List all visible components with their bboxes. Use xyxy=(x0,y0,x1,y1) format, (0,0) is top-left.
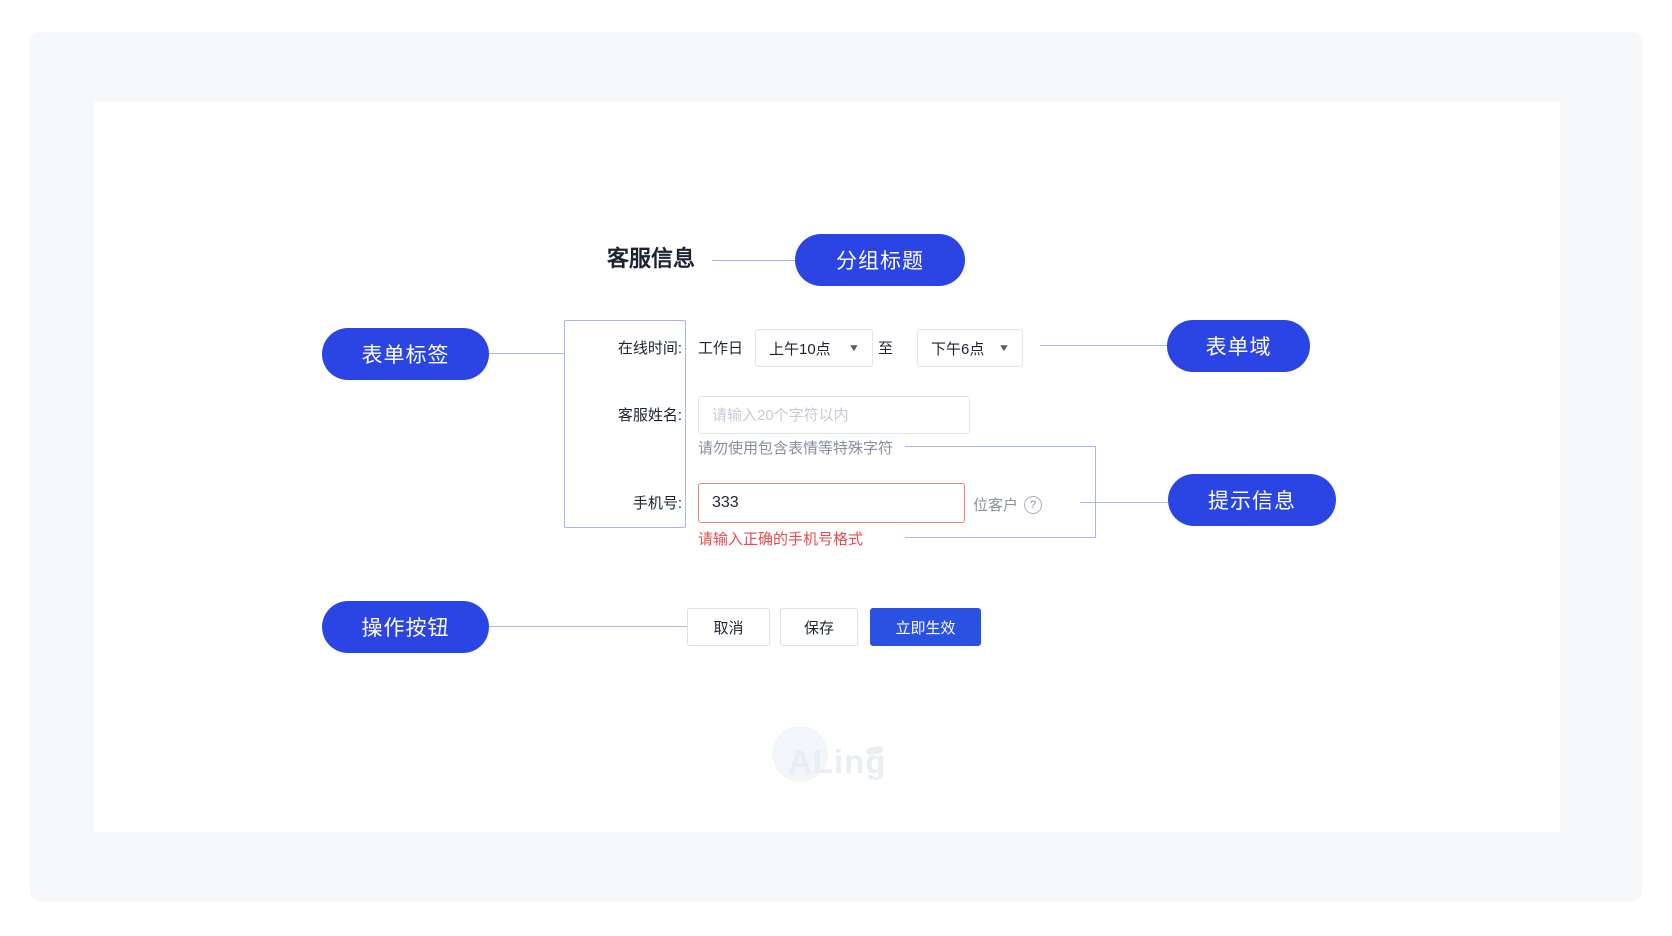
connector-hint-middle xyxy=(1080,502,1168,503)
help-icon[interactable]: ? xyxy=(1024,495,1043,514)
to-text: 至 xyxy=(878,340,894,357)
agent-name-input[interactable] xyxy=(698,396,970,434)
connector-hint-bottom xyxy=(905,537,1095,538)
phone-input[interactable] xyxy=(698,483,965,523)
chevron-down-icon: ▼ xyxy=(997,342,1011,354)
watermark-circle-icon xyxy=(772,726,828,782)
callout-form-label: 表单标签 xyxy=(322,328,489,380)
agent-name-hint: 请勿使用包含表情等特殊字符 xyxy=(698,440,894,457)
content-card xyxy=(94,101,1560,832)
connector-form-label xyxy=(489,353,564,354)
end-time-value: 下午6点 xyxy=(931,340,985,358)
save-button[interactable]: 保存 xyxy=(780,608,858,646)
start-time-value: 上午10点 xyxy=(769,340,831,358)
phone-suffix: 位客户 ? xyxy=(973,494,1043,515)
agent-name-label: 客服姓名: xyxy=(617,407,682,424)
connector-group-title xyxy=(712,260,795,261)
connector-form-field xyxy=(1040,345,1167,346)
form-labels-outline xyxy=(564,320,686,528)
connector-action-buttons xyxy=(489,626,687,627)
connector-hint-vertical xyxy=(1095,446,1096,538)
callout-hint-info: 提示信息 xyxy=(1168,474,1336,526)
callout-form-field: 表单域 xyxy=(1167,320,1310,372)
online-time-label: 在线时间: xyxy=(617,340,682,357)
phone-error: 请输入正确的手机号格式 xyxy=(698,531,864,548)
phone-suffix-label: 位客户 xyxy=(973,497,1019,514)
apply-button[interactable]: 立即生效 xyxy=(870,608,981,646)
callout-group-title: 分组标题 xyxy=(795,234,965,286)
phone-label: 手机号: xyxy=(632,495,682,512)
workday-text: 工作日 xyxy=(698,340,744,357)
start-time-select[interactable]: 上午10点 ▼ xyxy=(755,329,873,367)
cancel-button[interactable]: 取消 xyxy=(687,608,770,646)
callout-action-buttons: 操作按钮 xyxy=(322,601,489,653)
end-time-select[interactable]: 下午6点 ▼ xyxy=(917,329,1023,367)
group-title: 客服信息 xyxy=(607,246,696,271)
chevron-down-icon: ▼ xyxy=(847,342,861,354)
connector-hint-top xyxy=(905,446,1095,447)
